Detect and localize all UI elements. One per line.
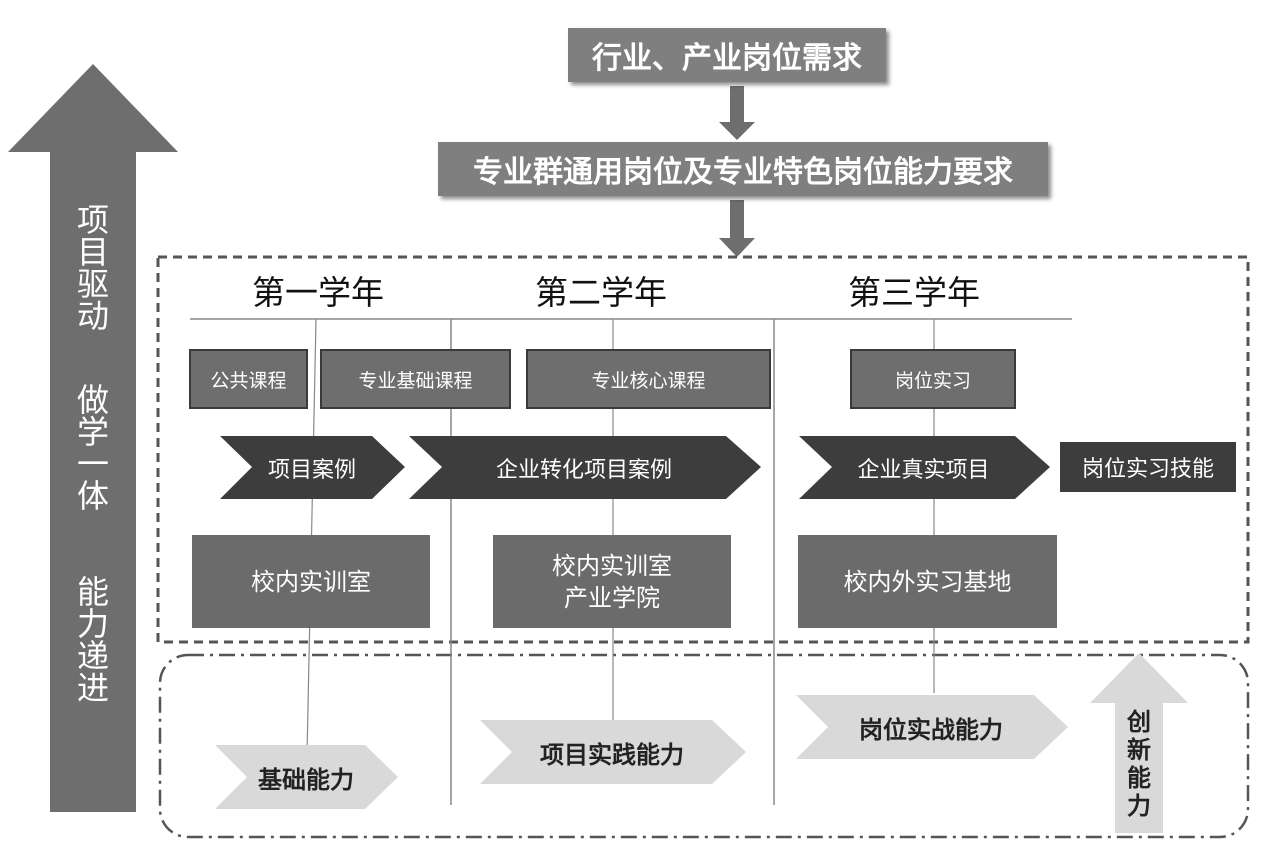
down-arrow-1 bbox=[719, 86, 755, 140]
lab-box-1: 校内实训室 bbox=[192, 535, 430, 628]
year-1-label: 第一学年 bbox=[252, 273, 384, 312]
lab-box-2: 校内实训室 产业学院 bbox=[493, 535, 731, 628]
left-arrow-text-2: 做 学 一 体 bbox=[76, 381, 109, 515]
project-case-label: 项目案例 bbox=[267, 457, 356, 483]
arrow-innovation-ability bbox=[1090, 653, 1188, 833]
down-arrow-2 bbox=[719, 200, 755, 257]
progression-arrow bbox=[8, 64, 178, 812]
year-2-label: 第二学年 bbox=[535, 273, 667, 312]
innovation-ability-label: 创 新 能 力 bbox=[1127, 708, 1151, 820]
left-arrow-text-1: 项 目 驱 动 bbox=[76, 201, 109, 335]
chevron-project-case bbox=[220, 436, 405, 499]
year-3-label: 第三学年 bbox=[848, 273, 980, 312]
lab-box-2-line-2: 产业学院 bbox=[564, 583, 660, 612]
core-course-box: 专业核心课程 bbox=[526, 349, 771, 409]
arrow-combat-ability bbox=[796, 695, 1068, 759]
chevron-enterprise-case bbox=[409, 436, 761, 499]
public-course-box: 公共课程 bbox=[189, 349, 308, 409]
practice-ability-label: 项目实践能力 bbox=[540, 740, 684, 769]
enterprise-case-label: 企业转化项目案例 bbox=[495, 457, 672, 483]
basic-course-box: 专业基础课程 bbox=[320, 349, 511, 409]
industry-demand-box: 行业、产业岗位需求 bbox=[568, 28, 886, 82]
ability-requirement-box: 专业群通用岗位及专业特色岗位能力要求 bbox=[438, 142, 1048, 196]
lab-box-2-line-1: 校内实训室 bbox=[552, 551, 672, 580]
basic-ability-label: 基础能力 bbox=[258, 765, 354, 794]
arrow-practice-ability bbox=[480, 720, 746, 784]
ability-frame bbox=[158, 653, 1250, 839]
arrow-basic-ability bbox=[215, 745, 398, 809]
left-arrow-text-3: 能 力 递 进 bbox=[76, 573, 109, 707]
real-project-label: 企业真实项目 bbox=[857, 457, 990, 483]
combat-ability-label: 岗位实战能力 bbox=[859, 715, 1003, 744]
internship-skill-box: 岗位实习技能 bbox=[1060, 442, 1236, 492]
curriculum-frame bbox=[156, 255, 1250, 644]
internship-course-box: 岗位实习 bbox=[850, 349, 1016, 409]
practice-base-box: 校内外实习基地 bbox=[798, 535, 1057, 628]
chevron-real-project bbox=[799, 436, 1050, 499]
